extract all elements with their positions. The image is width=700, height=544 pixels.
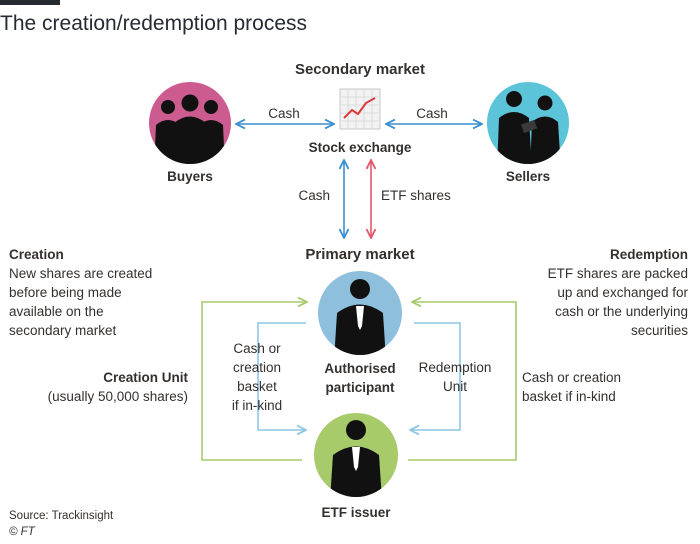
cash-basket-right-line1: Cash or creation: [522, 370, 622, 385]
secondary-market-label: Secondary market: [294, 61, 426, 78]
creation-text-line3: available on the: [9, 304, 104, 319]
creation-basket-line1: Cash or: [233, 341, 281, 356]
etf-issuer-icon: [314, 413, 398, 497]
sellers-label: Sellers: [505, 169, 551, 184]
primary-market-label: Primary market: [305, 246, 415, 263]
copyright-note: © FT: [9, 526, 35, 538]
arrow-creation-unit-to-ap: [201, 302, 307, 461]
redemption-unit-line1: Redemption: [418, 360, 492, 375]
title-accent-bar: [0, 0, 60, 5]
redemption-unit-line2: Unit: [442, 379, 467, 394]
authorised-participant-label-line1: Authorised: [324, 361, 396, 376]
source-note: Source: Trackinsight: [9, 510, 114, 522]
creation-text-line2: before being made: [9, 285, 122, 300]
cash-right-label: Cash: [416, 106, 448, 121]
creation-basket-line2: creation: [232, 360, 282, 375]
redemption-text-line4: securities: [630, 323, 688, 338]
creation-basket-line3: basket: [237, 379, 277, 394]
etf-shares-label: ETF shares: [381, 188, 451, 203]
creation-text-line1: New shares are created: [9, 266, 153, 281]
creation-basket-line4: if in-kind: [231, 398, 283, 413]
redemption-text-line2: up and exchanged for: [557, 285, 688, 300]
redemption-heading: Redemption: [609, 247, 688, 262]
arrow-cash-basket-to-ap: [408, 302, 517, 461]
stock-exchange-icon: [339, 88, 381, 130]
buyers-icon: [149, 82, 231, 164]
buyers-label: Buyers: [167, 169, 213, 184]
sellers-icon: [487, 82, 569, 164]
authorised-participant-label-line2: participant: [325, 380, 395, 395]
redemption-text-line3: cash or the underlying: [555, 304, 688, 319]
authorised-participant-icon: [318, 271, 402, 355]
cash-basket-right-line2: basket if in-kind: [522, 389, 616, 404]
creation-unit-label: Creation Unit: [103, 370, 188, 385]
creation-unit-note: (usually 50,000 shares): [47, 389, 188, 404]
etf-issuer-label: ETF issuer: [321, 505, 391, 520]
creation-heading: Creation: [9, 247, 64, 262]
cash-down-label: Cash: [298, 188, 330, 203]
arrow-basket-to-issuer: [257, 322, 306, 430]
stock-exchange-label: Stock exchange: [308, 140, 412, 155]
redemption-text-line1: ETF shares are packed: [547, 266, 688, 281]
page-title: The creation/redemption process: [0, 12, 307, 35]
cash-left-label: Cash: [268, 106, 300, 121]
creation-text-line4: secondary market: [9, 323, 117, 338]
arrow-redemption-unit-to-issuer: [410, 322, 461, 430]
